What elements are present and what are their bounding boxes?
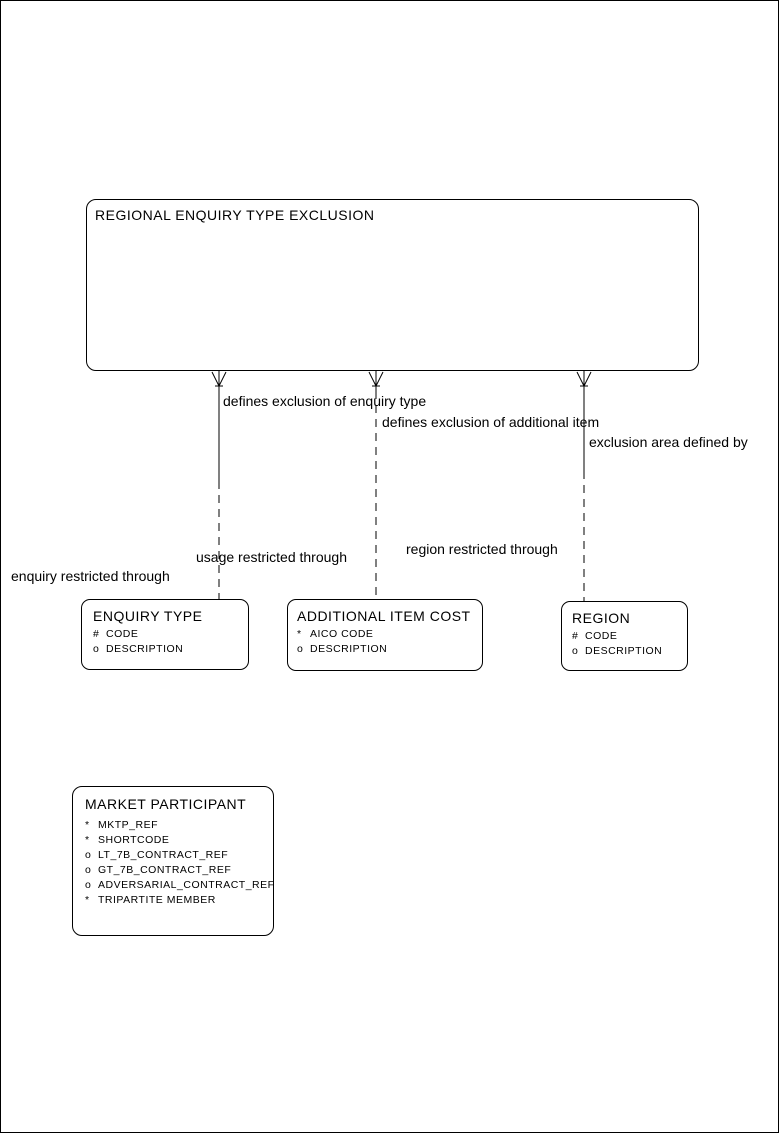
relationship-parent-label: exclusion area defined by xyxy=(589,434,748,450)
attribute-marker: * xyxy=(85,819,90,831)
entity-attribute: * SHORTCODE xyxy=(85,833,273,848)
attribute-marker: o xyxy=(93,643,100,655)
attribute-name: CODE xyxy=(106,628,139,640)
entity-title: REGION xyxy=(572,610,631,626)
attribute-marker: * xyxy=(85,834,90,846)
relationship-line-additional-item-cost xyxy=(368,371,384,599)
entity-title: MARKET PARTICIPANT xyxy=(85,796,247,812)
entity-attribute: * TRIPARTITE MEMBER xyxy=(85,893,273,908)
entity-enquiry-type[interactable]: ENQUIRY TYPE # CODE o DESCRIPTION xyxy=(81,599,249,670)
attribute-marker: o xyxy=(572,645,579,657)
entity-attribute: o DESCRIPTION xyxy=(572,644,687,659)
entity-region[interactable]: REGION # CODE o DESCRIPTION xyxy=(561,601,688,671)
entity-title: ADDITIONAL ITEM COST xyxy=(297,608,471,624)
entity-market-participant[interactable]: MARKET PARTICIPANT *MKTP_REF *SHORTCODE … xyxy=(72,786,274,936)
attribute-name: DESCRIPTION xyxy=(106,643,184,655)
attribute-marker: o xyxy=(85,849,92,861)
entity-attribute: o LT_7B_CONTRACT_REF xyxy=(85,848,273,863)
attribute-name: CODE xyxy=(585,630,618,642)
attribute-name: SHORTCODE xyxy=(98,834,170,846)
attribute-marker: # xyxy=(93,628,100,640)
relationship-line-region xyxy=(576,371,592,601)
relationship-parent-label: defines exclusion of additional item xyxy=(382,414,600,430)
entity-attribute: * AICO CODE xyxy=(297,627,482,642)
relationship-child-label: region restricted through xyxy=(406,541,558,557)
entity-title: REGIONAL ENQUIRY TYPE EXCLUSION xyxy=(95,207,375,223)
relationship-line-enquiry-type xyxy=(211,371,227,599)
entity-attribute: # CODE xyxy=(572,629,687,644)
entity-regional-enquiry-type-exclusion[interactable]: REGIONAL ENQUIRY TYPE EXCLUSION xyxy=(86,199,699,371)
relationship-child-label: enquiry restricted through xyxy=(11,568,170,584)
attribute-marker: * xyxy=(85,894,90,906)
attribute-name: DESCRIPTION xyxy=(310,643,388,655)
attribute-name: DESCRIPTION xyxy=(585,645,663,657)
attribute-name: LT_7B_CONTRACT_REF xyxy=(98,849,229,861)
attribute-name: AICO CODE xyxy=(310,628,374,640)
entity-attribute: # CODE xyxy=(93,627,248,642)
entity-attribute: * MKTP_REF xyxy=(85,818,273,833)
relationship-parent-label: defines exclusion of enquiry type xyxy=(223,393,427,409)
entity-attribute: o DESCRIPTION xyxy=(93,642,248,657)
entity-attribute: o GT_7B_CONTRACT_REF xyxy=(85,863,273,878)
entity-attribute: o DESCRIPTION xyxy=(297,642,482,657)
attribute-marker: o xyxy=(85,879,92,891)
relationship-child-label: usage restricted through xyxy=(196,549,347,565)
entity-additional-item-cost[interactable]: ADDITIONAL ITEM COST * AICO CODE o DESCRIP… xyxy=(287,599,483,671)
attribute-marker: # xyxy=(572,630,579,642)
attribute-name: TRIPARTITE MEMBER xyxy=(98,894,216,906)
attribute-name: MKTP_REF xyxy=(98,819,159,831)
attribute-name: ADVERSARIAL_CONTRACT_REF xyxy=(98,879,274,891)
attribute-marker: o xyxy=(297,643,304,655)
entity-title: ENQUIRY TYPE xyxy=(93,608,203,624)
entity-attribute: o ADVERSARIAL_CONTRACT_REF xyxy=(85,878,273,893)
attribute-name: GT_7B_CONTRACT_REF xyxy=(98,864,232,876)
attribute-marker: o xyxy=(85,864,92,876)
attribute-marker: * xyxy=(297,628,302,640)
